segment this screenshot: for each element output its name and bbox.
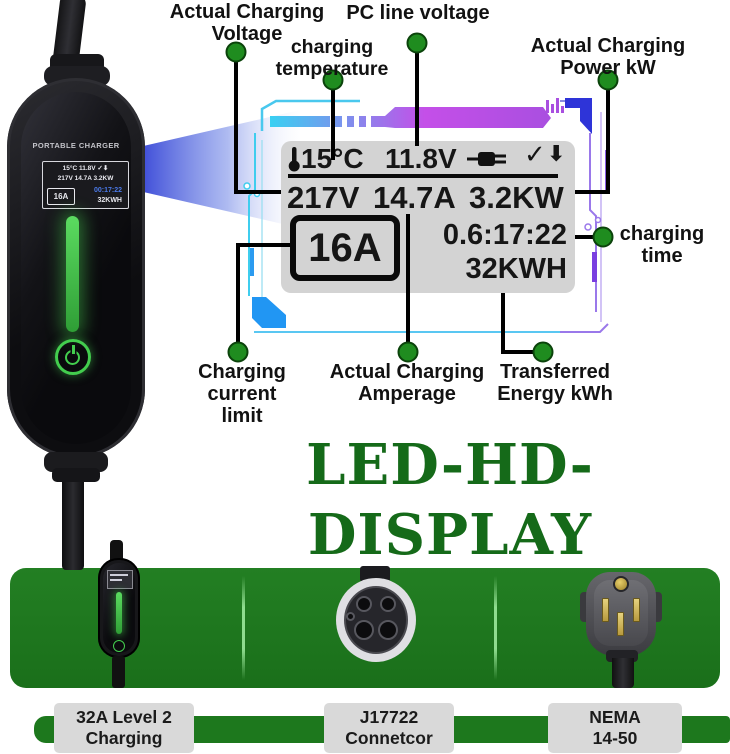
footer-label-32a-level2: 32A Level 2 Charging	[54, 703, 194, 753]
check-icon: ✓	[524, 140, 546, 170]
connector-pin-hole	[380, 596, 396, 612]
mini-display-energy: 32KWH	[97, 197, 122, 204]
cable-collar	[52, 468, 100, 482]
display-current-limit: 16A	[290, 215, 400, 281]
led-status-strip	[66, 216, 79, 332]
callout-label-time: charging time	[619, 223, 705, 267]
callout-dot	[397, 341, 419, 363]
mini-display-current-limit: 16A	[47, 188, 75, 205]
callout-label-voltage: Actual Charging Voltage	[169, 1, 325, 45]
plug-blade	[633, 598, 640, 622]
plug-icon	[467, 152, 506, 166]
charger-cable-bottom	[62, 478, 84, 570]
product-charger-screen	[107, 570, 133, 589]
beam-graphic	[126, 110, 300, 228]
power-button[interactable]	[55, 339, 91, 375]
display-amperage: 14.7A	[373, 180, 456, 215]
mini-display-row2: 217V 14.7A 3.2KW	[57, 175, 114, 182]
footer-label-j1772-connector: J17722 Connetcor	[324, 703, 454, 753]
display-divider	[288, 174, 558, 178]
callout-dot	[592, 226, 614, 248]
callout-dot	[406, 32, 428, 54]
plug-screw	[613, 576, 629, 592]
lcd-display-panel: 15°C 11.8V ✓ ⬇ 217V 14.7A 3.2KW 16A 0.6:…	[281, 140, 575, 293]
callout-dot	[532, 341, 554, 363]
callout-dot	[227, 341, 249, 363]
headline-led-hd-display: LED-HD-DISPLAY	[306, 432, 594, 568]
display-charging-time: 0.6:17:22	[442, 219, 567, 251]
thermometer-icon	[288, 147, 300, 172]
device-mini-display: 15°C 11.8V ✓⬇ 217V 14.7A 3.2KW 16A 00:17…	[42, 161, 129, 209]
arrow-down-icon: ⬇	[547, 142, 566, 167]
mini-display-row1: 15°C 11.8V ✓⬇	[62, 165, 109, 172]
callout-dot	[225, 41, 247, 63]
plug-blade	[602, 598, 609, 622]
callout-label-energy: Transferred Energy kWh	[497, 361, 613, 405]
plug-blade	[617, 612, 624, 636]
callout-label-temperature: charging temperature	[275, 36, 389, 80]
callout-label-power: Actual Charging Power kW	[530, 35, 686, 79]
mini-display-time: 00:17:22	[93, 187, 122, 194]
plug-cable	[612, 658, 634, 688]
product-charger-led	[116, 592, 122, 634]
callout-dot	[597, 69, 619, 91]
footer-label-nema-14-50: NEMA 14-50	[548, 703, 682, 753]
callout-label-amperage: Actual Charging Amperage	[329, 361, 485, 405]
device-brand-text: PORTABLE CHARGER	[32, 141, 120, 150]
connector-pin-hole	[356, 596, 372, 612]
display-pc-voltage: 11.8V	[385, 143, 457, 174]
cable-collar	[44, 452, 108, 472]
callout-label-pc-line-voltage: PC line voltage	[346, 2, 490, 24]
display-voltage: 217V	[287, 180, 360, 215]
product-charger-button	[113, 640, 125, 652]
callout-label-current-limit: Charging current limit	[198, 361, 286, 427]
banner-divider	[242, 576, 245, 680]
connector-pin-hole	[346, 612, 355, 621]
connector-pin-hole	[378, 620, 398, 640]
callout-dot	[322, 69, 344, 91]
display-power: 3.2KW	[469, 180, 564, 215]
banner-divider	[494, 576, 497, 680]
display-energy: 32KWH	[465, 253, 567, 285]
connector-pin-hole	[354, 620, 374, 640]
